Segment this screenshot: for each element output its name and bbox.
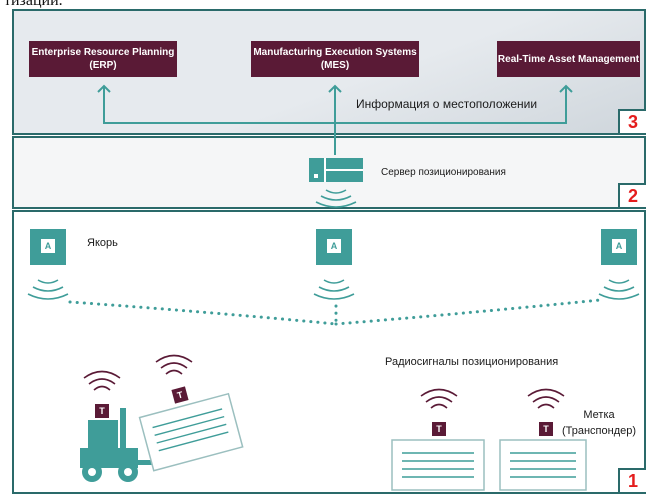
arrow-mes-icon [328,84,342,93]
anchor-letter: A [612,239,626,253]
erp-box: Enterprise Resource Planning (ERP) [29,41,177,77]
anchor-letter: A [327,239,341,253]
tag-box1-icon: T [432,422,446,436]
tag-box2-icon: T [539,422,553,436]
anchor-label: Якорь [87,237,118,249]
anchor-wave-icons [27,279,640,300]
server-icon [309,158,363,182]
anchor-right-icon: A [601,229,637,265]
panel-number-1: 1 [618,468,646,492]
radio-signals-label: Радиосигналы позиционирования [385,356,559,368]
location-info-label: Информация о местоположении [356,97,538,111]
tag-wave-icons [83,354,565,409]
arrow-rtam-icon [559,84,573,93]
anchor-letter: A [41,239,55,253]
panel-number-2: 2 [618,183,646,207]
top-text-fragment: тизации. [4,0,63,9]
arrow-erp-icon [97,84,111,93]
pallet-box-icon [138,392,244,472]
anchor-left-icon: A [30,229,66,265]
box-1-icon [391,439,485,491]
anchor-center-icon: A [316,229,352,265]
rtam-box: Real-Time Asset Management [497,41,640,77]
panel-number-3: 3 [618,109,646,133]
signal-dotted-lines [68,298,602,326]
panel-level-2 [12,136,646,209]
tag-label: Метка (Транспондер) [561,409,637,437]
server-wave-icon [315,189,357,208]
tag-forklift-icon: T [95,404,109,418]
box-2-icon [499,439,587,491]
mes-box: Manufacturing Execution Systems (MES) [251,41,419,77]
server-label: Сервер позиционирования [381,167,506,178]
forklift-icon [80,408,166,482]
system-connectors [97,84,573,155]
